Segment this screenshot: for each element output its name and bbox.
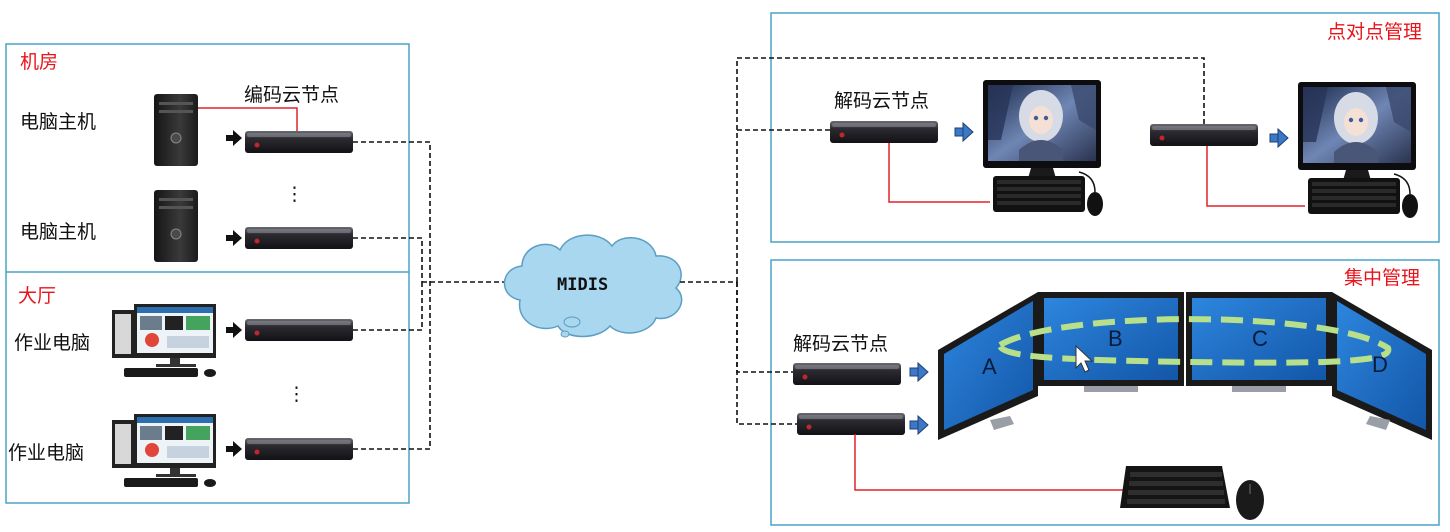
mouse-cursor-icon [1075, 344, 1094, 373]
workstation-icon [112, 304, 216, 377]
decoder-node-icon [797, 413, 905, 435]
machine-room-title: 机房 [20, 51, 58, 73]
video-wall [938, 292, 1432, 440]
keyboard-mouse-icon [1120, 466, 1264, 520]
encoder-node-icon [245, 319, 353, 341]
host-label-2: 电脑主机 [20, 221, 96, 243]
central-frame [770, 259, 1440, 526]
blue-arrow-icon [909, 362, 929, 382]
blue-arrow-icon [1269, 128, 1289, 148]
screen-c [1192, 298, 1326, 380]
screen-label-a: A [982, 354, 997, 379]
vertical-ellipsis: ⋮ [285, 183, 304, 205]
red-usb-link [1206, 146, 1305, 207]
encoder-node-icon [245, 227, 353, 249]
black-arrow-icon [226, 322, 242, 338]
screen-a [944, 301, 1033, 430]
machine-room-frame [5, 43, 410, 504]
black-arrow-icon [226, 441, 242, 457]
screen-label-b: B [1108, 326, 1123, 351]
black-arrow-icon [226, 130, 242, 146]
red-usb-link [854, 434, 1128, 491]
hall-title: 大厅 [18, 285, 56, 307]
tower-pc-icon [153, 93, 199, 167]
tower-pc-icon [153, 189, 199, 263]
dashed-network-links-left [353, 141, 512, 450]
decoder-node-icon [830, 121, 938, 143]
monitor-keyboard-icon [1297, 81, 1419, 219]
p2p-frame [770, 12, 1440, 243]
blue-arrow-icon [909, 415, 929, 435]
workstation-icon [112, 414, 216, 487]
encoder-node-icon [245, 438, 353, 460]
vertical-ellipsis: ⋮ [287, 383, 306, 405]
midis-cloud-icon [503, 234, 683, 338]
screen-label-c: C [1252, 326, 1268, 351]
black-arrow-icon [226, 230, 242, 246]
encoder-node-icon [245, 131, 353, 153]
screen-b [1044, 298, 1178, 380]
decoder-node-icon [793, 363, 901, 385]
roaming-loop [996, 316, 1392, 366]
central-decoder-label: 解码云节点 [793, 333, 888, 355]
host-label-1: 电脑主机 [20, 111, 96, 133]
workstation-label-1: 作业电脑 [14, 332, 90, 354]
red-usb-link [888, 143, 990, 203]
decoder-node-icon [1150, 124, 1258, 146]
red-video-link [198, 107, 298, 132]
encoder-label: 编码云节点 [244, 84, 339, 106]
dashed-network-links-right [680, 57, 1205, 425]
screen-label-d: D [1372, 352, 1388, 377]
blue-arrow-icon [954, 122, 974, 142]
central-title: 集中管理 [1344, 267, 1420, 289]
workstation-label-2: 作业电脑 [8, 442, 84, 464]
p2p-decoder-label: 解码云节点 [834, 90, 929, 112]
midis-label: MIDIS [557, 275, 608, 295]
monitor-keyboard-icon [982, 79, 1104, 217]
p2p-title: 点对点管理 [1327, 21, 1422, 43]
